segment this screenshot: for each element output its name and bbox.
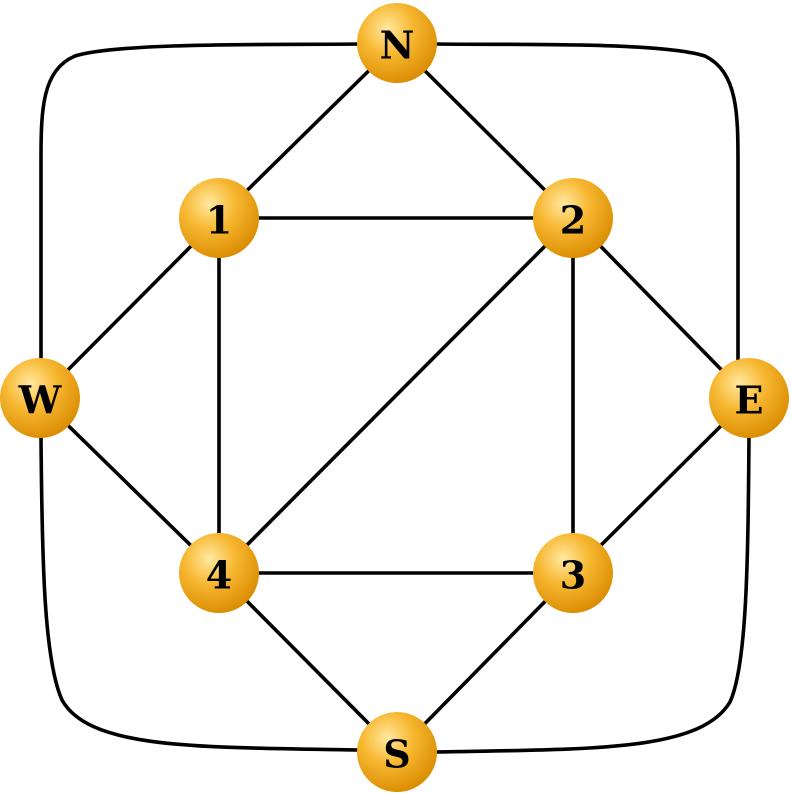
node-label: W [18, 378, 63, 423]
edge-1-W [38, 216, 221, 400]
node-circle [533, 178, 613, 258]
node-label: 4 [206, 553, 232, 598]
node-label: 3 [560, 553, 586, 598]
node-circle [179, 178, 259, 258]
edge-4-S [217, 571, 399, 754]
node-circle [709, 358, 789, 438]
node-S: S [357, 712, 437, 792]
edge-2-E [571, 216, 751, 400]
node-label: N [380, 23, 415, 68]
edge-N-W [39, 42, 362, 362]
edge-W-4 [38, 396, 221, 575]
edge-N-1 [217, 41, 399, 220]
node-E: E [709, 358, 789, 438]
node-3: 3 [533, 533, 613, 613]
node-1: 1 [179, 178, 259, 258]
edge-E-3 [571, 396, 751, 575]
edge-N-E [432, 42, 740, 362]
node-circle [533, 533, 613, 613]
node-label: 1 [206, 198, 232, 243]
node-circle [0, 358, 80, 438]
node-circle [179, 533, 259, 613]
node-label: E [735, 378, 764, 423]
node-2: 2 [533, 178, 613, 258]
node-circle [357, 3, 437, 83]
edge-2-4 [217, 216, 575, 575]
node-4: 4 [179, 533, 259, 613]
node-W: W [0, 358, 80, 438]
node-label: S [383, 732, 410, 777]
edge-W-S [39, 435, 360, 752]
node-circle [357, 712, 437, 792]
edge-3-S [395, 571, 575, 754]
edge-N-2 [395, 41, 575, 220]
node-N: N [357, 3, 437, 83]
node-label: 2 [560, 198, 586, 243]
edge-E-S [434, 435, 751, 754]
node-layer: N 1 2W E 4 3S [0, 3, 789, 792]
edge-layer [38, 41, 751, 754]
